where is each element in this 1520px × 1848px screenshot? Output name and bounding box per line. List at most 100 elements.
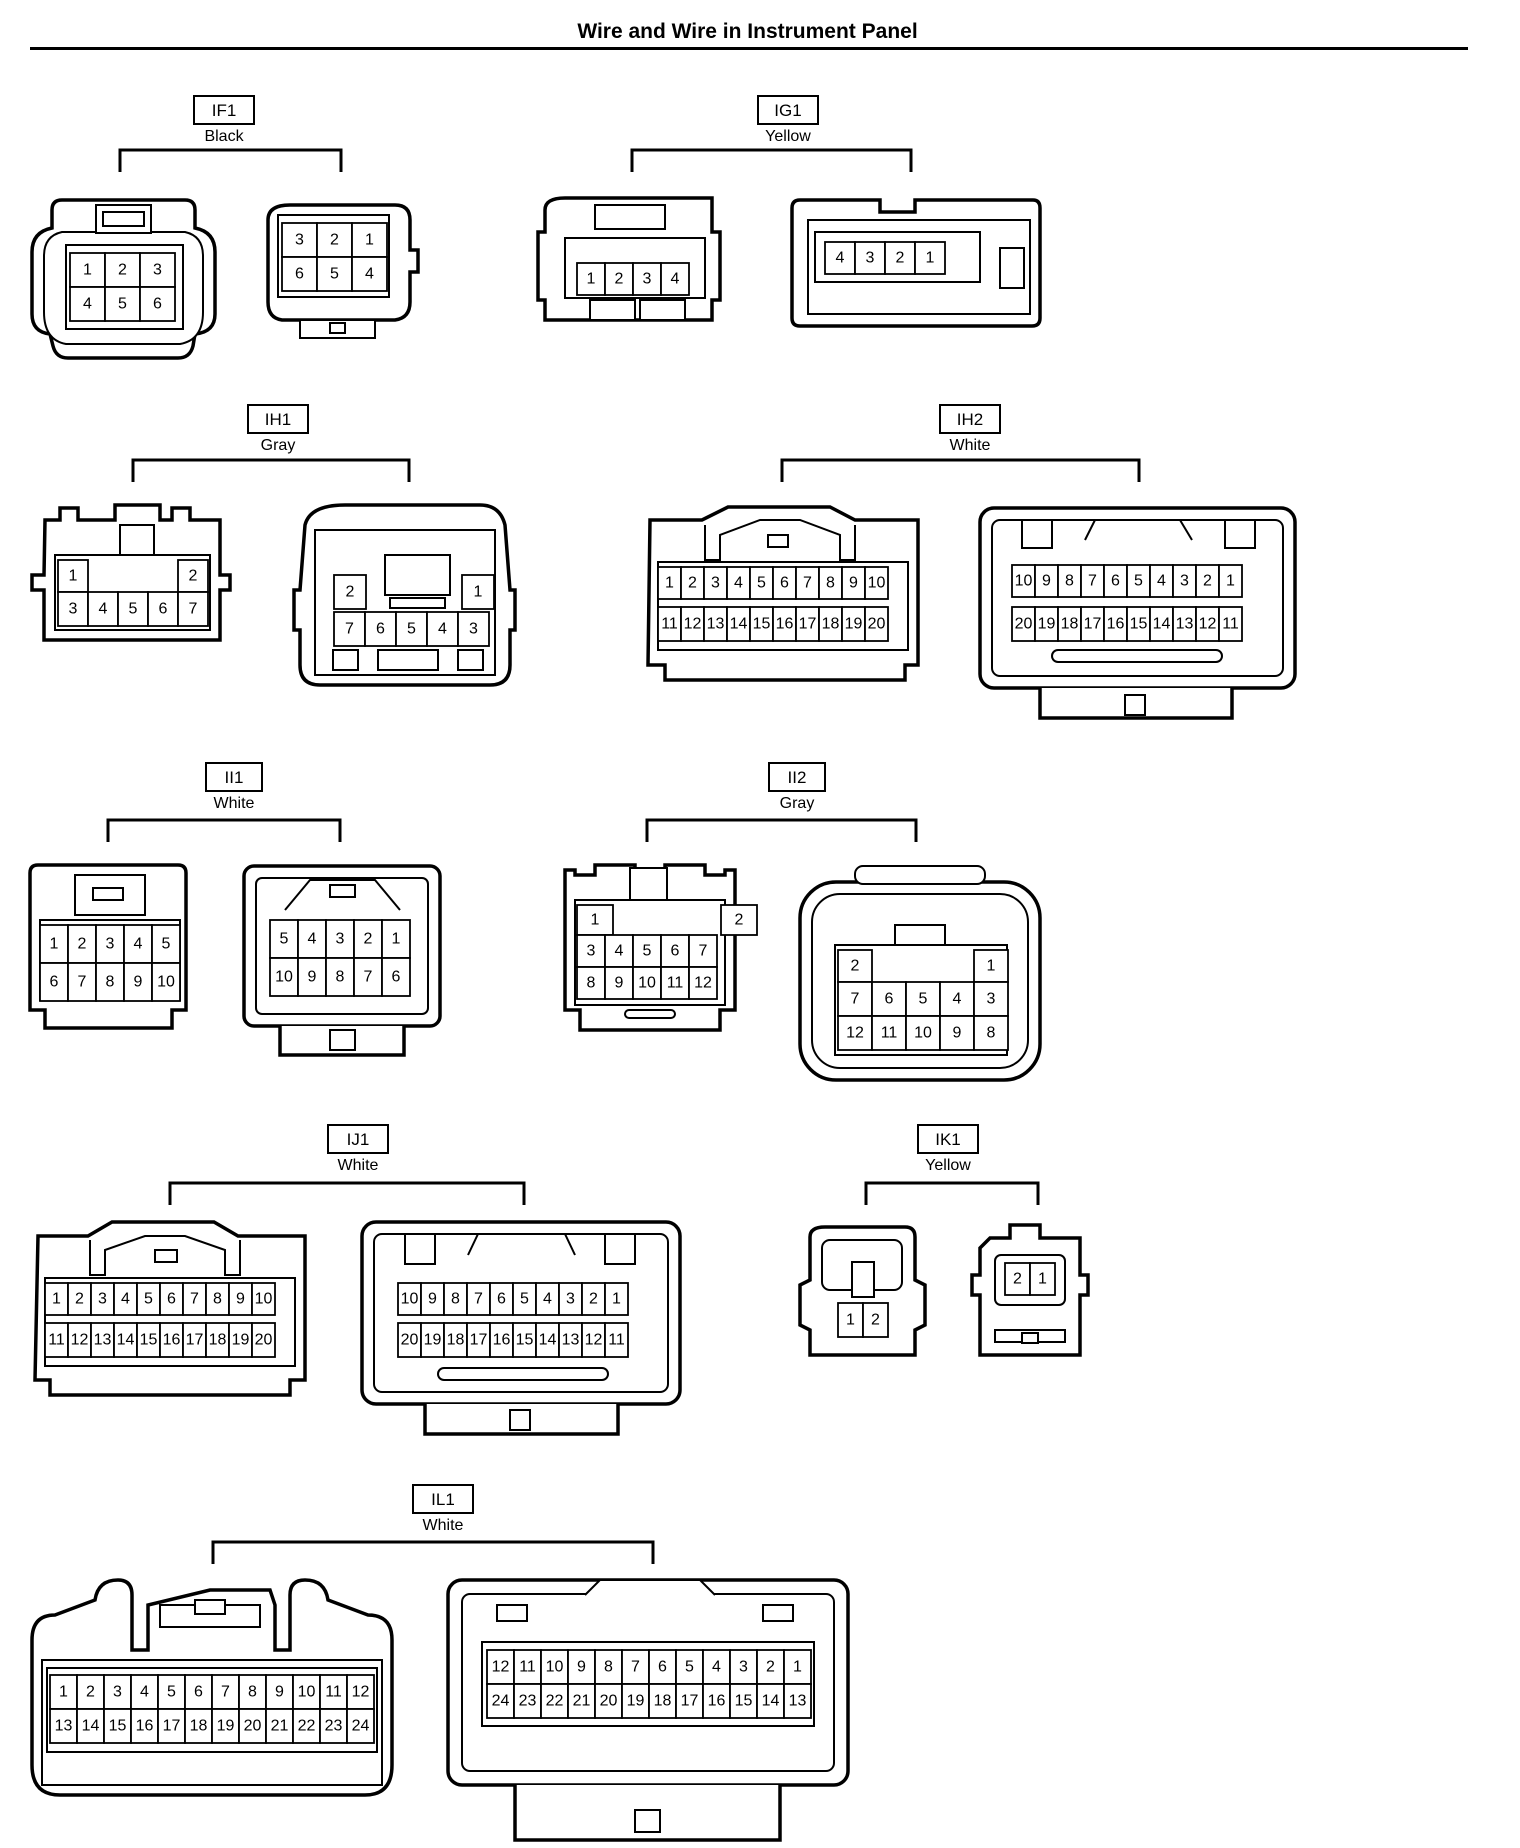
pin-number: 4 (615, 943, 624, 960)
pin-number: 9 (1042, 573, 1051, 590)
pin-cell (1218, 564, 1243, 598)
pin-number: 9 (615, 975, 624, 992)
pin-number: 3 (98, 1291, 107, 1308)
pin: 4 (1149, 564, 1174, 598)
pin-number: 9 (428, 1291, 437, 1308)
connector-id: II2 (788, 768, 807, 787)
pin-number: 6 (167, 1291, 176, 1308)
pin: 8 (818, 566, 843, 600)
pin: 7 (333, 611, 366, 647)
pin: 6 (159, 1282, 184, 1316)
pin-number: 16 (1107, 616, 1125, 633)
pin-number: 5 (407, 621, 416, 638)
pin: 8 (205, 1282, 230, 1316)
pin: 5 (151, 924, 181, 964)
pin: 2 (720, 904, 758, 936)
pin-number: 4 (83, 296, 92, 313)
pin-number: 16 (776, 616, 794, 633)
pin: 2 (67, 1282, 92, 1316)
pin-number: 6 (671, 943, 680, 960)
pin: 9 (604, 966, 634, 1000)
pin: 16 (159, 1322, 184, 1358)
pin-cell (238, 1708, 267, 1744)
pin-number: 12 (71, 1332, 89, 1349)
pin-number: 6 (780, 575, 789, 592)
pin: 3 (558, 1282, 583, 1316)
pin-number: 13 (789, 1693, 807, 1710)
pin: 8 (594, 1649, 623, 1685)
pin-number: 10 (255, 1291, 273, 1308)
pin-number: 5 (643, 943, 652, 960)
pin: 11 (319, 1674, 348, 1710)
pin-number: 9 (308, 969, 317, 986)
pin-number: 6 (295, 266, 304, 283)
pin-number: 2 (75, 1291, 84, 1308)
connector-label-box (193, 95, 255, 125)
pin-number: 1 (987, 958, 996, 975)
pin-number: 2 (330, 232, 339, 249)
pin: 17 (675, 1683, 704, 1719)
pin: 12 (1195, 606, 1220, 642)
pin-cell (884, 241, 916, 275)
connector-bracket (168, 1181, 526, 1205)
pin-number: 21 (271, 1718, 289, 1735)
pin: 3 (632, 262, 662, 296)
pin: 10 (269, 957, 299, 997)
pin: 7 (466, 1282, 491, 1316)
connector-color: Black (204, 128, 244, 145)
pin: 12 (680, 606, 705, 642)
pin: 1 (49, 1674, 78, 1710)
pin: 3 (457, 611, 490, 647)
pin-number: 2 (615, 271, 624, 288)
connector-label-box (757, 95, 819, 125)
pin-cell (39, 962, 69, 1002)
pin-number: 4 (734, 575, 743, 592)
pin: 20 (864, 606, 889, 642)
pin-number: 7 (364, 969, 373, 986)
pin: 10 (151, 962, 181, 1002)
pin: 2 (177, 559, 209, 593)
pin-number: 11 (325, 1684, 342, 1701)
pin: 5 (269, 919, 299, 959)
pin-number: 10 (546, 1659, 564, 1676)
pin-cell (905, 981, 941, 1017)
pin: 2 (333, 574, 367, 610)
pin-cell (333, 611, 366, 647)
pin: 3 (90, 1282, 115, 1316)
pin: 4 (702, 1649, 731, 1685)
pin: 11 (871, 1015, 907, 1051)
pin-number: 3 (1180, 573, 1189, 590)
pin: 7 (621, 1649, 650, 1685)
pin-cell (604, 1322, 629, 1358)
pin: 13 (49, 1708, 78, 1744)
pin-number: 22 (298, 1718, 316, 1735)
pin-number: 2 (851, 958, 860, 975)
pin-number: 8 (106, 974, 115, 991)
pin-number: 15 (735, 1693, 753, 1710)
pin: 7 (182, 1282, 207, 1316)
pin-cell (316, 222, 353, 258)
pin-number: 1 (59, 1684, 68, 1701)
pin-number: 1 (69, 568, 78, 585)
pin: 21 (265, 1708, 294, 1744)
pin-cell (130, 1708, 159, 1744)
pin-number: 3 (643, 271, 652, 288)
pin-number: 5 (162, 936, 171, 953)
pin-cell (49, 1708, 78, 1744)
pin: 18 (818, 606, 843, 642)
pin-number: 10 (914, 1025, 932, 1042)
pin: 23 (319, 1708, 348, 1744)
pin-cell (395, 611, 428, 647)
pin-number: 13 (562, 1332, 580, 1349)
pin-number: 4 (953, 991, 962, 1008)
pin-cell (281, 222, 318, 258)
pin: 15 (749, 606, 774, 642)
pin: 20 (594, 1683, 623, 1719)
pin-cell (783, 1683, 812, 1719)
pin: 6 (660, 934, 690, 968)
pin-cell (939, 981, 975, 1017)
pin: 5 (675, 1649, 704, 1685)
pin: 9 (420, 1282, 445, 1316)
